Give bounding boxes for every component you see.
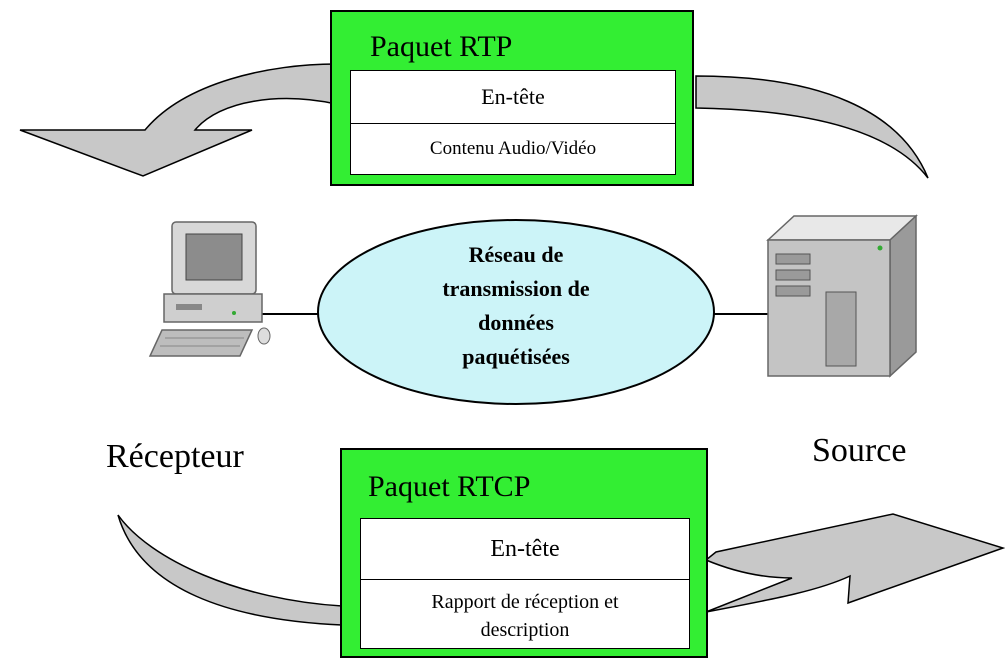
rtp-arc-from-source bbox=[695, 75, 929, 179]
rtcp-arrow-to-source bbox=[704, 513, 1005, 613]
rtp-packet-title: Paquet RTP bbox=[370, 30, 513, 63]
network-label-line1: Réseau de bbox=[468, 242, 564, 267]
computer-icon bbox=[148, 221, 271, 357]
rtcp-packet: Paquet RTCP En-tête Rapport de réception… bbox=[340, 448, 708, 658]
rtcp-payload-cell: Rapport de réception et description bbox=[360, 579, 690, 649]
network-label-line4: paquétisées bbox=[462, 344, 570, 369]
receiver-label: Récepteur bbox=[106, 438, 244, 475]
rtcp-payload-line1: Rapport de réception et bbox=[431, 591, 619, 613]
network-label: Réseau de transmission de données paquét… bbox=[318, 238, 714, 374]
network-label-line3: données bbox=[478, 310, 554, 335]
rtp-arrow-to-receiver bbox=[19, 63, 337, 177]
rtp-header-cell: En-tête bbox=[350, 70, 676, 124]
rtcp-payload-line2: description bbox=[480, 619, 570, 641]
rtcp-packet-title: Paquet RTCP bbox=[368, 470, 531, 503]
rtcp-arc-from-receiver bbox=[117, 514, 343, 626]
server-icon bbox=[766, 214, 918, 378]
rtp-packet: Paquet RTP En-tête Contenu Audio/Vidéo bbox=[330, 10, 694, 186]
source-label: Source bbox=[812, 432, 907, 469]
rtcp-header-cell: En-tête bbox=[360, 518, 690, 580]
network-cloud bbox=[317, 219, 715, 405]
rtp-payload-cell: Contenu Audio/Vidéo bbox=[350, 123, 676, 175]
network-label-line2: transmission de bbox=[442, 276, 590, 301]
